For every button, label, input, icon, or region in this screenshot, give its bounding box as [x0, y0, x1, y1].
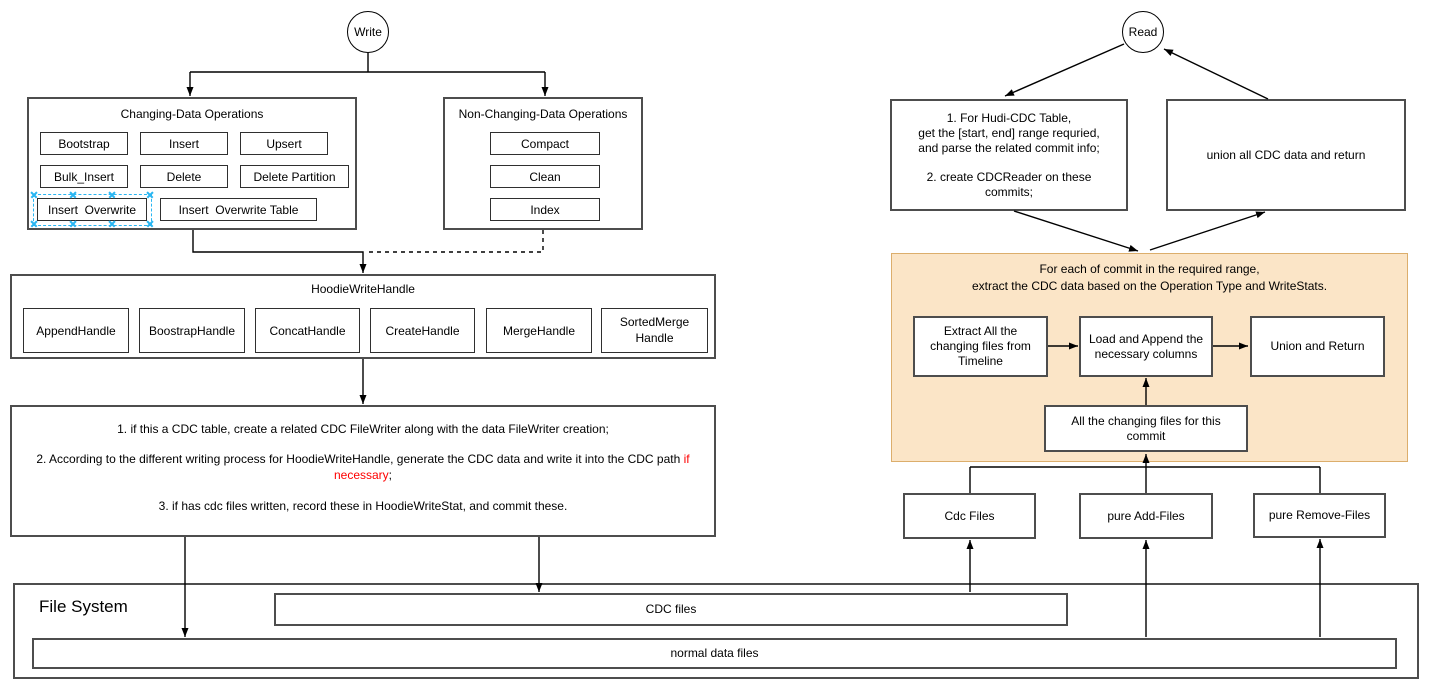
handle-create[interactable]: CreateHandle [370, 308, 475, 353]
normal-data-files-store-label: normal data files [670, 646, 759, 660]
all-changing-files-label: All the changing files for this commit [1071, 413, 1221, 443]
cdc-files-source-label: Cdc Files [944, 508, 995, 523]
handle-boostrap-label: BoostrapHandle [148, 323, 236, 338]
op-insert[interactable]: Insert [140, 132, 228, 155]
selection-handle-nw[interactable] [30, 191, 37, 198]
op-bulk-insert-label: Bulk_Insert [53, 169, 115, 184]
handle-sorted-merge[interactable]: SortedMerge Handle [601, 308, 708, 353]
write-start-node[interactable]: Write [347, 11, 389, 53]
pure-remove-files-label: pure Remove-Files [1268, 508, 1371, 522]
union-and-return-box[interactable]: Union and Return [1250, 316, 1385, 377]
op-insert-label: Insert [168, 136, 199, 151]
op-delete[interactable]: Delete [140, 165, 228, 188]
handle-merge[interactable]: MergeHandle [486, 308, 592, 353]
if-necessary-highlight: if necessary [333, 452, 690, 483]
handle-concat-label: ConcatHandle [269, 323, 346, 338]
selection-handle-ne[interactable] [146, 191, 153, 198]
op-bulk-insert[interactable]: Bulk_Insert [40, 165, 128, 188]
all-changing-files-box[interactable]: All the changing files for this commit [1044, 405, 1248, 452]
changing-data-operations-group[interactable]: Changing-Data Operations Bootstrap Inser… [27, 97, 357, 230]
op-upsert[interactable]: Upsert [240, 132, 328, 155]
union-to-read-arrow [1163, 48, 1269, 100]
selection-handle-n2[interactable] [108, 191, 115, 198]
hoodie-write-handle-group[interactable]: HoodieWriteHandle AppendHandle BoostrapH… [10, 274, 716, 359]
op-index-label: Index [530, 202, 560, 217]
load-append-columns-box[interactable]: Load and Append the necessary columns [1079, 316, 1213, 377]
op-clean[interactable]: Clean [490, 165, 600, 188]
read-prepare-box[interactable]: 1. For Hudi-CDC Table, get the [start, e… [890, 99, 1128, 211]
union-and-return-label: Union and Return [1270, 339, 1365, 353]
handle-concat[interactable]: ConcatHandle [255, 308, 360, 353]
non-changing-data-operations-title: Non-Changing-Data Operations [458, 107, 628, 121]
extract-changing-files-box[interactable]: Extract All the changing files from Time… [913, 316, 1048, 377]
normal-data-files-store[interactable]: normal data files [32, 638, 1397, 669]
op-clean-label: Clean [529, 169, 561, 184]
pure-add-files-box[interactable]: pure Add-Files [1079, 493, 1213, 539]
op-insert-overwrite-table-label: Insert Overwrite Table [178, 202, 299, 217]
selection-handle-sw[interactable] [30, 220, 37, 227]
op-delete-label: Delete [166, 169, 202, 184]
union-all-cdc-label: union all CDC data and return [1206, 147, 1366, 162]
cdc-files-store-label: CDC files [645, 602, 697, 616]
op-insert-overwrite-label: Insert Overwrite [47, 202, 137, 217]
read-start-node[interactable]: Read [1122, 11, 1164, 53]
load-append-columns-label: Load and Append the necessary columns [1088, 331, 1204, 361]
read-prepare-part2: 2. create CDCReader on these commits; [926, 169, 1092, 199]
read-to-prepare-arrow [1004, 43, 1125, 97]
per-commit-group-title: For each of commit in the required range… [971, 262, 1328, 293]
prepare-to-per-commit-arrow [1013, 210, 1139, 252]
handle-create-label: CreateHandle [385, 323, 460, 338]
write-start-label: Write [354, 25, 382, 39]
non-changing-to-writehandle-dashed [366, 230, 544, 253]
op-upsert-label: Upsert [266, 136, 302, 151]
selection-handle-n1[interactable] [69, 191, 76, 198]
selection-handle-se[interactable] [146, 220, 153, 227]
read-start-label: Read [1128, 25, 1158, 39]
op-delete-partition-label: Delete Partition [253, 169, 336, 184]
cdc-write-step-3: 3. if has cdc files written, record thes… [158, 498, 568, 513]
op-index[interactable]: Index [490, 198, 600, 221]
read-prepare-part1: 1. For Hudi-CDC Table, get the [start, e… [918, 110, 1100, 155]
handle-append[interactable]: AppendHandle [23, 308, 129, 353]
op-bootstrap-label: Bootstrap [58, 136, 110, 151]
handle-append-label: AppendHandle [36, 323, 116, 338]
extract-changing-files-label: Extract All the changing files from Time… [930, 324, 1031, 368]
file-system-title: File System [39, 597, 128, 616]
handle-sorted-merge-label: SortedMerge Handle [619, 314, 690, 345]
selection-handle-s1[interactable] [69, 220, 76, 227]
handle-merge-label: MergeHandle [502, 323, 576, 338]
changing-data-operations-title: Changing-Data Operations [120, 107, 264, 121]
non-changing-data-operations-group[interactable]: Non-Changing-Data Operations Compact Cle… [443, 97, 643, 230]
per-commit-to-union-arrow [1149, 211, 1266, 251]
cdc-write-step-2: 2. According to the different writing pr… [36, 452, 690, 483]
cdc-write-steps-box[interactable]: 1. if this a CDC table, create a related… [10, 405, 716, 537]
op-compact-label: Compact [520, 136, 570, 151]
changing-to-writehandle-arrow [192, 230, 367, 273]
cdc-write-step-1: 1. if this a CDC table, create a related… [117, 422, 609, 436]
handle-boostrap[interactable]: BoostrapHandle [139, 308, 245, 353]
hoodie-write-handle-title: HoodieWriteHandle [311, 282, 415, 296]
selection-handle-s2[interactable] [108, 220, 115, 227]
sources-collector-line [969, 466, 1321, 493]
op-insert-overwrite[interactable]: Insert Overwrite [37, 198, 147, 221]
pure-remove-files-box[interactable]: pure Remove-Files [1253, 493, 1386, 538]
cdc-files-store[interactable]: CDC files [274, 593, 1068, 626]
pure-add-files-label: pure Add-Files [1107, 508, 1185, 523]
op-delete-partition[interactable]: Delete Partition [240, 165, 349, 188]
write-split-line [190, 53, 545, 73]
union-all-cdc-box[interactable]: union all CDC data and return [1166, 99, 1406, 211]
op-insert-overwrite-table[interactable]: Insert Overwrite Table [160, 198, 317, 221]
op-compact[interactable]: Compact [490, 132, 600, 155]
op-bootstrap[interactable]: Bootstrap [40, 132, 128, 155]
cdc-files-source-box[interactable]: Cdc Files [903, 493, 1036, 539]
